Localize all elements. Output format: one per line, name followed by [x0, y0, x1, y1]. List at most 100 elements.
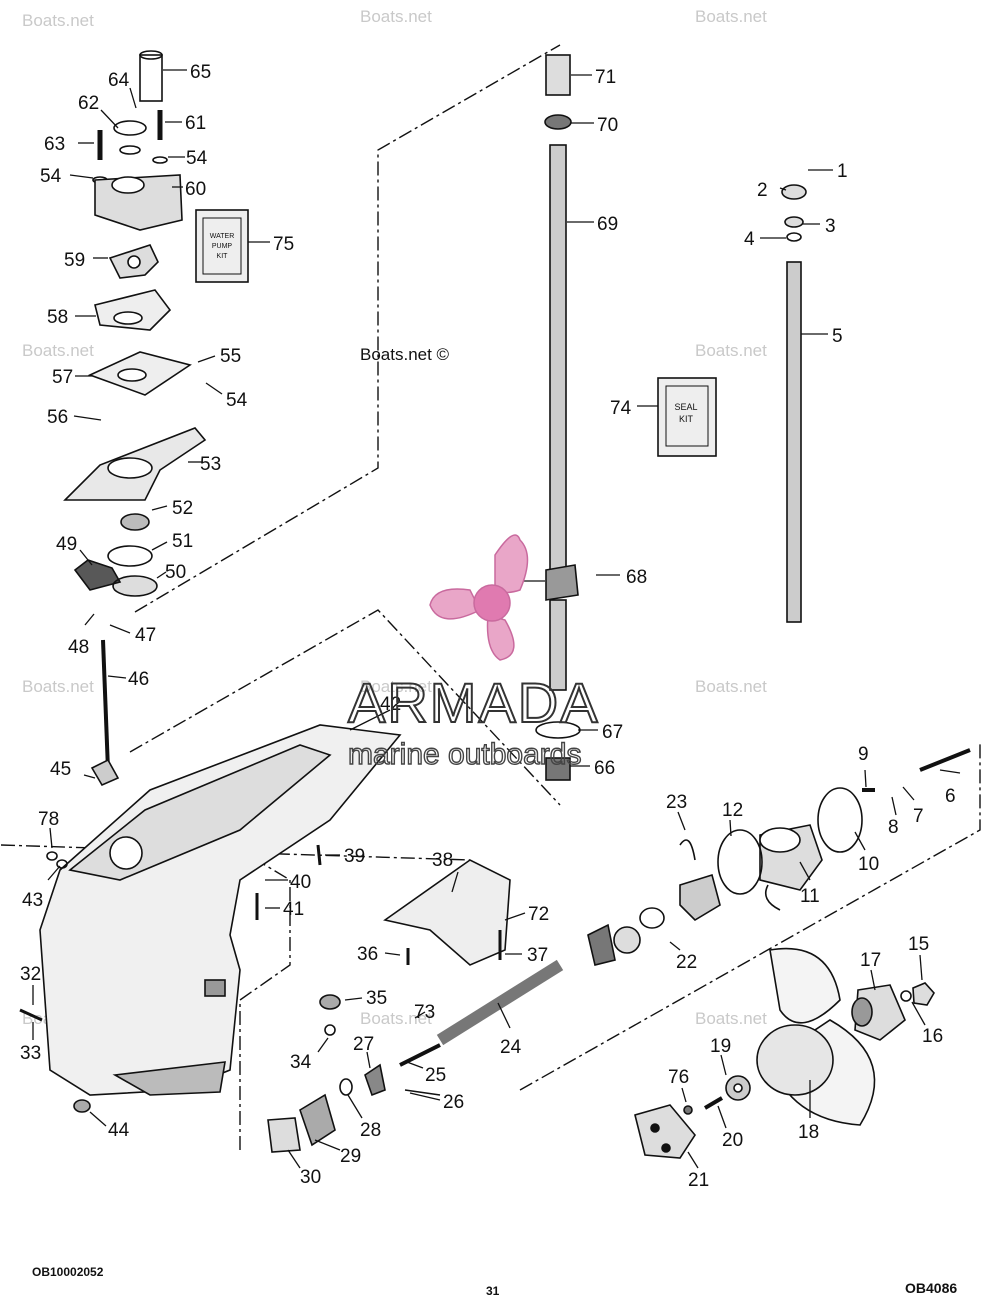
callout-label: 44	[108, 1120, 130, 1141]
callout-label: 63	[44, 134, 65, 155]
watermark-text: Boats.net	[22, 11, 94, 30]
callout-label: 71	[595, 67, 616, 88]
callout-label: 42	[380, 694, 401, 715]
callout-label: 2	[757, 180, 768, 201]
part-74-seal-kit	[657, 377, 717, 457]
part-10-oring	[817, 787, 863, 853]
svg-text:WATER: WATER	[210, 233, 235, 240]
callout-leaders	[32, 69, 961, 1169]
callout-label: 28	[360, 1120, 381, 1141]
callout-label: 22	[676, 952, 697, 973]
watermark-text: Boats.net	[695, 1009, 767, 1028]
callout-label: 56	[47, 407, 68, 428]
part-65-sleeve	[139, 54, 163, 102]
watermark-text: Boats.net	[360, 1009, 432, 1028]
callout-label: 40	[290, 872, 311, 893]
part-25-cam	[399, 1043, 441, 1067]
propeller-logo-icon	[429, 534, 529, 661]
callout-label: 54	[226, 390, 248, 411]
part-77-bearing	[545, 564, 579, 601]
callout-label: 72	[528, 904, 549, 925]
part-51-oring	[107, 545, 153, 567]
callout-label: 45	[50, 759, 71, 780]
part-75-water-pump-kit	[195, 209, 249, 283]
callout-label: 34	[290, 1052, 312, 1073]
callout-label: 32	[20, 964, 41, 985]
callout-label: 21	[688, 1170, 709, 1191]
callout-label: 61	[185, 113, 206, 134]
callout-label: 60	[185, 179, 206, 200]
part-50-seal	[112, 575, 158, 597]
callout-label: 51	[172, 531, 193, 552]
callout-label: 17	[860, 950, 881, 971]
part-39-bolt	[316, 844, 322, 866]
callout-label: 19	[710, 1036, 731, 1057]
callout-labels: 1 2 3 4 5 6 7 8 9 10 11 12 15 16 17 18 1…	[20, 62, 956, 1191]
part-20-screw	[703, 1096, 724, 1110]
callout-label: 78	[38, 809, 59, 830]
callout-label: 76	[668, 1067, 689, 1088]
callout-label: 29	[340, 1146, 361, 1167]
part-29-gear	[299, 1093, 336, 1147]
callout-label: 67	[602, 722, 623, 743]
callout-label: 64	[108, 70, 130, 91]
callout-label: 38	[432, 850, 453, 871]
watermark-text: Boats.net	[360, 7, 432, 26]
part-71-bushing	[545, 54, 571, 96]
callout-label: 48	[68, 637, 89, 658]
callout-label: 74	[610, 398, 632, 419]
watermark-text: Boats.net	[695, 7, 767, 26]
part-42-gearcase	[39, 724, 402, 1096]
part-22-bearing	[679, 873, 721, 922]
callout-label: 20	[722, 1130, 743, 1151]
part-18-propeller	[769, 947, 841, 1024]
callout-label: 53	[200, 454, 221, 475]
parts-drawings: WATER PUMP KIT SEAL KIT	[19, 50, 971, 1159]
svg-text:PUMP: PUMP	[212, 243, 233, 250]
page-number: 31	[486, 1284, 500, 1298]
drawing-code: OB10002052	[32, 1265, 104, 1279]
callout-label: 11	[800, 886, 820, 907]
watermark-text: Boats.net	[22, 341, 94, 360]
part-32-screw	[19, 1008, 43, 1022]
part-58-plate	[94, 289, 172, 331]
part-38-cover	[383, 859, 511, 966]
part-5-shift-rod	[786, 261, 802, 623]
callout-label: 26	[443, 1092, 464, 1113]
callout-label: 59	[64, 250, 85, 271]
callout-label: 10	[858, 854, 879, 875]
callout-label: 36	[357, 944, 378, 965]
callout-label: 66	[594, 758, 615, 779]
callout-label: 12	[722, 800, 743, 821]
part-76-pin	[683, 1105, 693, 1115]
brand-name: ARMADA	[348, 671, 600, 734]
part-49-seal	[73, 559, 122, 591]
part-22-washer	[639, 907, 665, 929]
callout-label: 23	[666, 792, 687, 813]
callout-label: 18	[798, 1122, 819, 1143]
callout-label: 5	[832, 326, 843, 347]
part-24-propshaft	[436, 959, 564, 1046]
callout-label: 54	[40, 166, 62, 187]
callout-label: 27	[353, 1034, 374, 1055]
callout-label: 73	[414, 1002, 435, 1023]
callout-label: 1	[837, 161, 848, 182]
callout-label: 62	[78, 93, 99, 114]
callout-label: 15	[908, 934, 929, 955]
callout-label: 41	[283, 899, 304, 920]
part-44-nut	[73, 1099, 91, 1113]
part-66-bushing	[545, 757, 571, 781]
part-52-seal	[120, 513, 150, 531]
brand-tagline: marine outboards	[348, 738, 581, 771]
part-6-screw	[919, 748, 971, 772]
gear-forward	[587, 923, 616, 966]
part-28-pin	[339, 1078, 353, 1096]
callout-label: 70	[597, 115, 618, 136]
part-23-ring	[679, 839, 696, 861]
watermark-text: Boats.net	[22, 677, 94, 696]
callout-label: 35	[366, 988, 387, 1009]
part-27-clutch	[364, 1063, 386, 1097]
part-70-seal	[544, 114, 572, 130]
part-30-bearing	[267, 1117, 301, 1153]
